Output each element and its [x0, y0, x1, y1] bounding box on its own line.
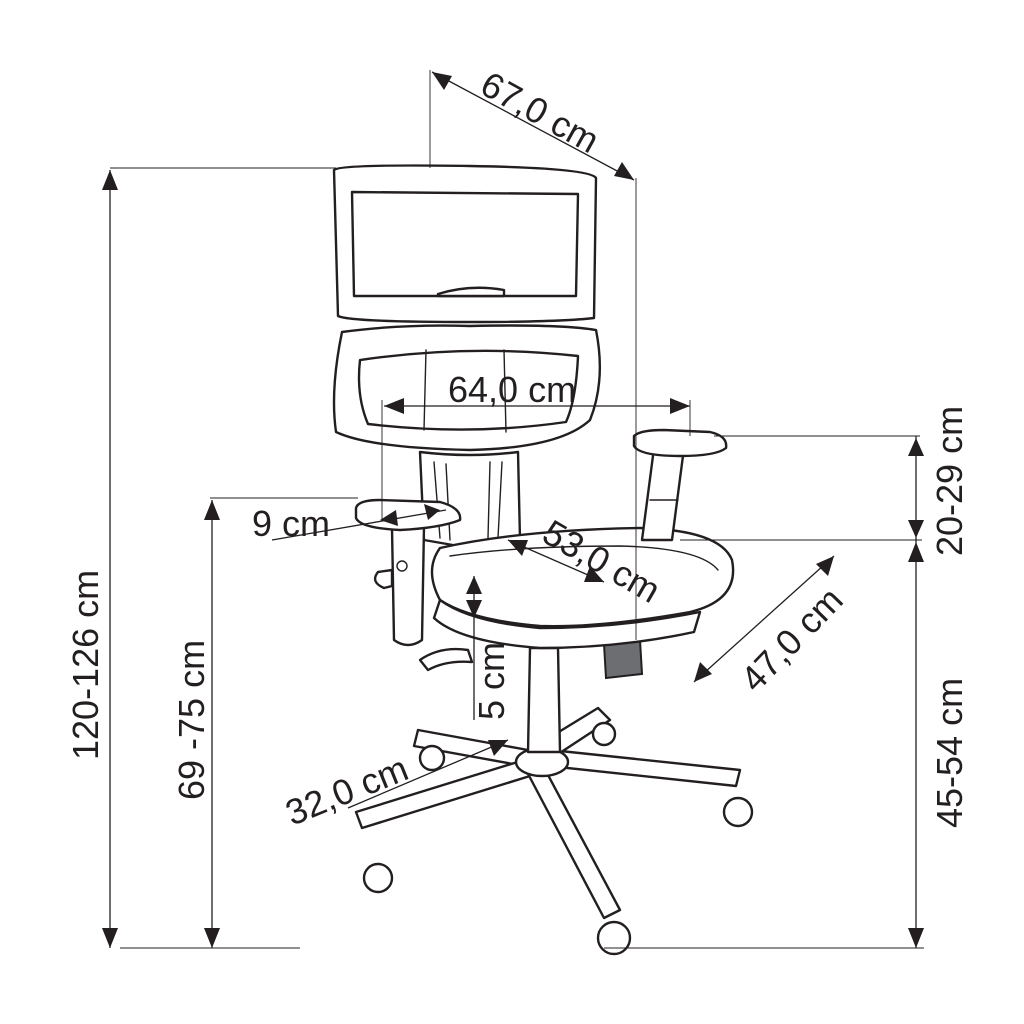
- tilt-lever: [418, 647, 474, 672]
- gas-lift-column: [526, 646, 562, 754]
- label-seat-height: 45-54 cm: [929, 678, 970, 828]
- label-total-height: 120-126 cm: [65, 570, 106, 760]
- backrest: [332, 164, 602, 550]
- extension-lines: [110, 70, 924, 949]
- caster-wheel: [591, 721, 617, 747]
- dimension-lines: [102, 71, 924, 948]
- chair-drawing: [332, 164, 754, 956]
- caster-wheel: [418, 744, 446, 772]
- label-armrest-pad: 9 cm: [252, 503, 330, 544]
- label-armrest-floor-height: 69 -75 cm: [171, 640, 212, 800]
- seat: [430, 526, 735, 650]
- label-seat-depth: 47,0 cm: [732, 579, 850, 700]
- label-backrest-depth: 67,0 cm: [474, 63, 606, 161]
- caster-wheel: [596, 920, 632, 956]
- caster-wheel: [362, 862, 394, 894]
- label-base-radius: 32,0 cm: [280, 747, 414, 833]
- label-seat-travel: 5 cm: [471, 642, 512, 720]
- label-armrest-width: 64,0 cm: [448, 369, 576, 410]
- label-armrest-height-range: 20-29 cm: [929, 406, 970, 556]
- right-armrest: [632, 428, 728, 542]
- caster-wheel: [722, 796, 754, 828]
